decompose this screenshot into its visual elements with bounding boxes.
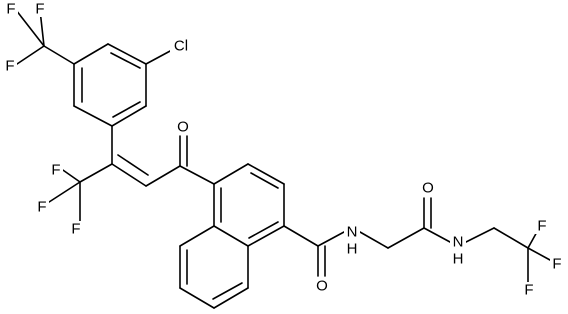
atom-f-cf3-vinyl-3: F <box>71 221 80 238</box>
atom-f-cf3-ethyl-3: F <box>524 282 533 299</box>
atom-o-amide-2: O <box>422 180 434 197</box>
atom-n-amide-1: N <box>347 224 358 241</box>
atom-f-cf3-top-3: F <box>5 58 14 75</box>
atom-f-cf3-vinyl-2: F <box>37 199 46 216</box>
atom-labels: F F F Cl O F F F N H O N H O F F F <box>3 1 564 299</box>
atom-o-amide-1: O <box>316 278 328 295</box>
atom-h-amide-2: H <box>453 251 464 268</box>
atom-o-ketone: O <box>177 119 189 136</box>
atom-cl: Cl <box>174 38 188 55</box>
atom-f-cf3-vinyl-1: F <box>51 162 60 179</box>
atom-f-cf3-ethyl-2: F <box>552 256 561 273</box>
atom-n-amide-2: N <box>453 234 464 251</box>
bond-lines <box>13 9 551 309</box>
atom-f-cf3-top-2: F <box>35 1 44 18</box>
atom-f-cf3-ethyl-1: F <box>537 218 546 235</box>
atom-f-cf3-top-1: F <box>6 1 15 18</box>
atom-h-amide-1: H <box>347 241 358 258</box>
